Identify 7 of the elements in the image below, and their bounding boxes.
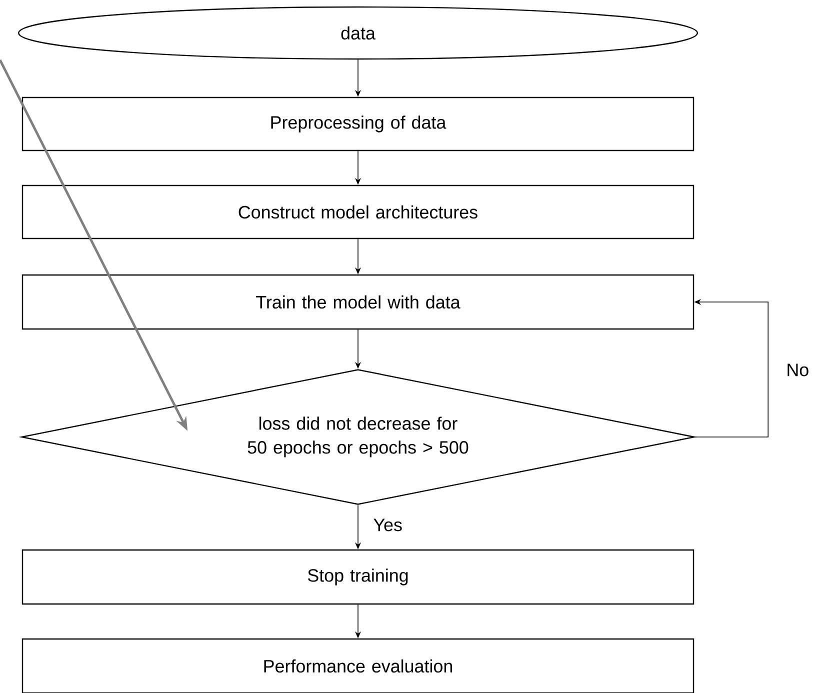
- process-box: Performance evaluation: [22, 638, 694, 693]
- process-box: Construct model architectures: [22, 184, 694, 240]
- process-box: Train the model with data: [22, 274, 694, 330]
- edge-label: Yes: [374, 518, 402, 532]
- process-box: Stop training: [22, 549, 694, 605]
- edge-label: No: [788, 364, 808, 376]
- process-box: Preprocessing of data: [22, 96, 694, 152]
